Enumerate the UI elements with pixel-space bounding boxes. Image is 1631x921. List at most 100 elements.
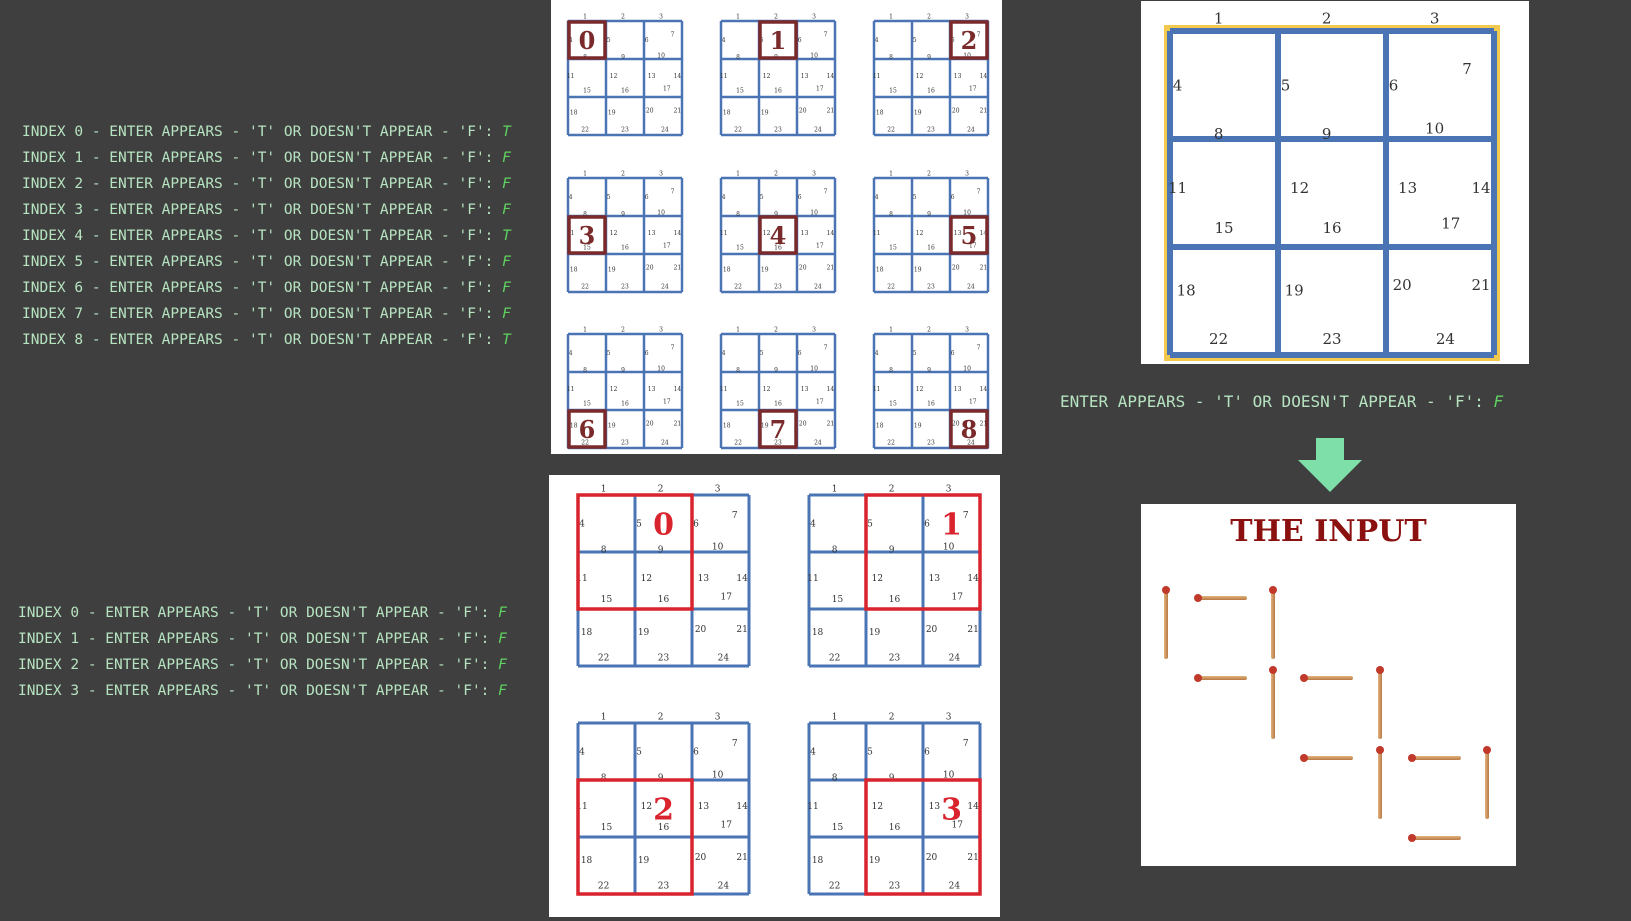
edge-label: 7	[671, 188, 675, 195]
edge-label: 17	[720, 593, 732, 603]
edge-label: 19	[608, 422, 616, 429]
console-prompt: INDEX 7 - ENTER APPEARS - 'T' OR DOESN'T…	[22, 306, 503, 322]
matchstick	[1162, 586, 1170, 659]
edge-label: 10	[810, 52, 818, 59]
console-answer: F	[498, 631, 507, 647]
highlight-square	[758, 215, 798, 255]
edge-label: 15	[889, 87, 897, 94]
edge-label: 3	[812, 14, 816, 21]
edge-label: 3	[965, 14, 969, 21]
edge-label: 7	[824, 188, 828, 195]
edge-label: 8	[583, 367, 587, 374]
edge-label: 1	[601, 712, 607, 722]
edge-label: 13	[954, 230, 962, 237]
edge-label: 24	[661, 283, 669, 290]
console-answer: T	[502, 332, 511, 348]
edge-label: 19	[638, 628, 650, 638]
edge-label: 17	[720, 821, 732, 831]
edge-label: 13	[954, 386, 962, 393]
edge-label: 21	[967, 625, 978, 635]
edge-label: 13	[954, 73, 962, 80]
edge-label: 24	[949, 654, 961, 664]
edge-label: 11	[873, 230, 881, 237]
edge-label: 15	[1214, 219, 1233, 237]
edge-label: 13	[801, 73, 809, 80]
edge-label: 24	[661, 126, 669, 133]
edge-label: 5	[760, 350, 764, 357]
edge-label: 14	[827, 230, 835, 237]
edge-label: 21	[980, 107, 988, 114]
edge-label: 22	[734, 439, 742, 446]
edge-label: 9	[621, 211, 625, 218]
edge-label: 2	[621, 327, 625, 334]
edge-label: 16	[927, 87, 935, 94]
edge-label: 6	[645, 350, 649, 357]
edge-label: 15	[832, 595, 844, 605]
edge-label: 16	[621, 244, 629, 251]
edge-label: 3	[1430, 9, 1440, 27]
edge-label: 19	[869, 856, 881, 866]
edge-label: 7	[824, 344, 828, 351]
console-line: INDEX 3 - ENTER APPEARS - 'T' OR DOESN'T…	[18, 678, 507, 704]
edge-label: 19	[761, 109, 769, 116]
edge-label: 1	[889, 14, 893, 21]
highlight-square	[758, 20, 798, 60]
edge-label: 11	[720, 230, 728, 237]
edge-label: 8	[889, 211, 893, 218]
edge-label: 19	[869, 628, 881, 638]
console-answer: T	[502, 228, 511, 244]
edge-label: 8	[1214, 125, 1224, 143]
edge-label: 15	[601, 823, 613, 833]
edge-label: 15	[583, 87, 591, 94]
edge-label: 15	[583, 244, 591, 251]
edge-label: 14	[827, 73, 835, 80]
edge-label: 16	[774, 400, 782, 407]
edge-label: 11	[576, 802, 587, 812]
square-index-label: 2	[961, 26, 978, 55]
edge-label: 3	[659, 14, 663, 21]
edge-label: 12	[916, 230, 924, 237]
matchstick	[1300, 674, 1353, 682]
console-prompt: INDEX 2 - ENTER APPEARS - 'T' OR DOESN'T…	[18, 657, 499, 673]
edge-label: 8	[736, 211, 740, 218]
edge-label: 21	[674, 420, 682, 427]
edge-label: 18	[876, 266, 884, 273]
edge-label: 12	[641, 802, 652, 812]
edge-label: 9	[658, 545, 664, 555]
edge-label: 21	[736, 625, 747, 635]
edge-label: 21	[827, 107, 835, 114]
edge-label: 23	[621, 439, 629, 446]
console-prompt: INDEX 4 - ENTER APPEARS - 'T' OR DOESN'T…	[22, 228, 503, 244]
edge-label: 17	[816, 86, 824, 93]
console-answer: F	[502, 306, 511, 322]
edge-label: 9	[621, 367, 625, 374]
edge-label: 21	[674, 264, 682, 271]
edge-label: 24	[967, 126, 975, 133]
edge-label: 3	[965, 171, 969, 178]
edge-label: 19	[914, 266, 922, 273]
edge-label: 1	[583, 327, 587, 334]
edge-label: 3	[946, 712, 952, 722]
edge-label: 12	[872, 802, 883, 812]
edge-label: 10	[963, 365, 971, 372]
edge-label: 22	[1209, 330, 1228, 348]
edge-label: 10	[712, 542, 724, 552]
edge-label: 9	[774, 211, 778, 218]
edge-label: 4	[722, 350, 726, 357]
edge-label: 23	[774, 439, 782, 446]
edge-label: 16	[774, 244, 782, 251]
edge-label: 14	[980, 386, 988, 393]
edge-label: 22	[581, 439, 589, 446]
edge-label: 1	[583, 14, 587, 21]
matchstick	[1269, 666, 1277, 739]
console-prompt: INDEX 2 - ENTER APPEARS - 'T' OR DOESN'T…	[22, 176, 503, 192]
console-line: INDEX 2 - ENTER APPEARS - 'T' OR DOESN'T…	[22, 171, 511, 197]
edge-label: 19	[608, 109, 616, 116]
